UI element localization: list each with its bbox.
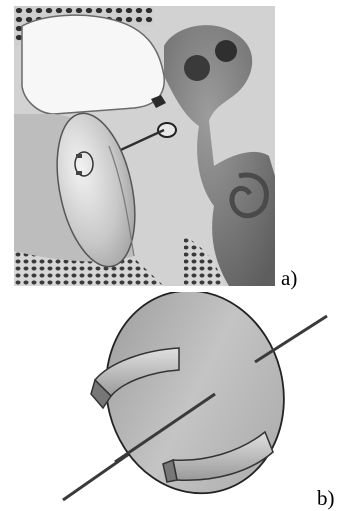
panel-a-illustration xyxy=(14,6,275,286)
panel-b-schematic xyxy=(55,292,345,504)
panel-a-label: a) xyxy=(281,268,297,289)
panel-b-label: b) xyxy=(317,488,335,509)
implant-schematic xyxy=(55,292,345,504)
semicircular-canal-opening xyxy=(184,55,210,81)
semicircular-canal-opening-2 xyxy=(215,40,237,62)
stapes-footplate xyxy=(158,123,176,137)
ear-anatomy-drawing xyxy=(14,6,275,286)
